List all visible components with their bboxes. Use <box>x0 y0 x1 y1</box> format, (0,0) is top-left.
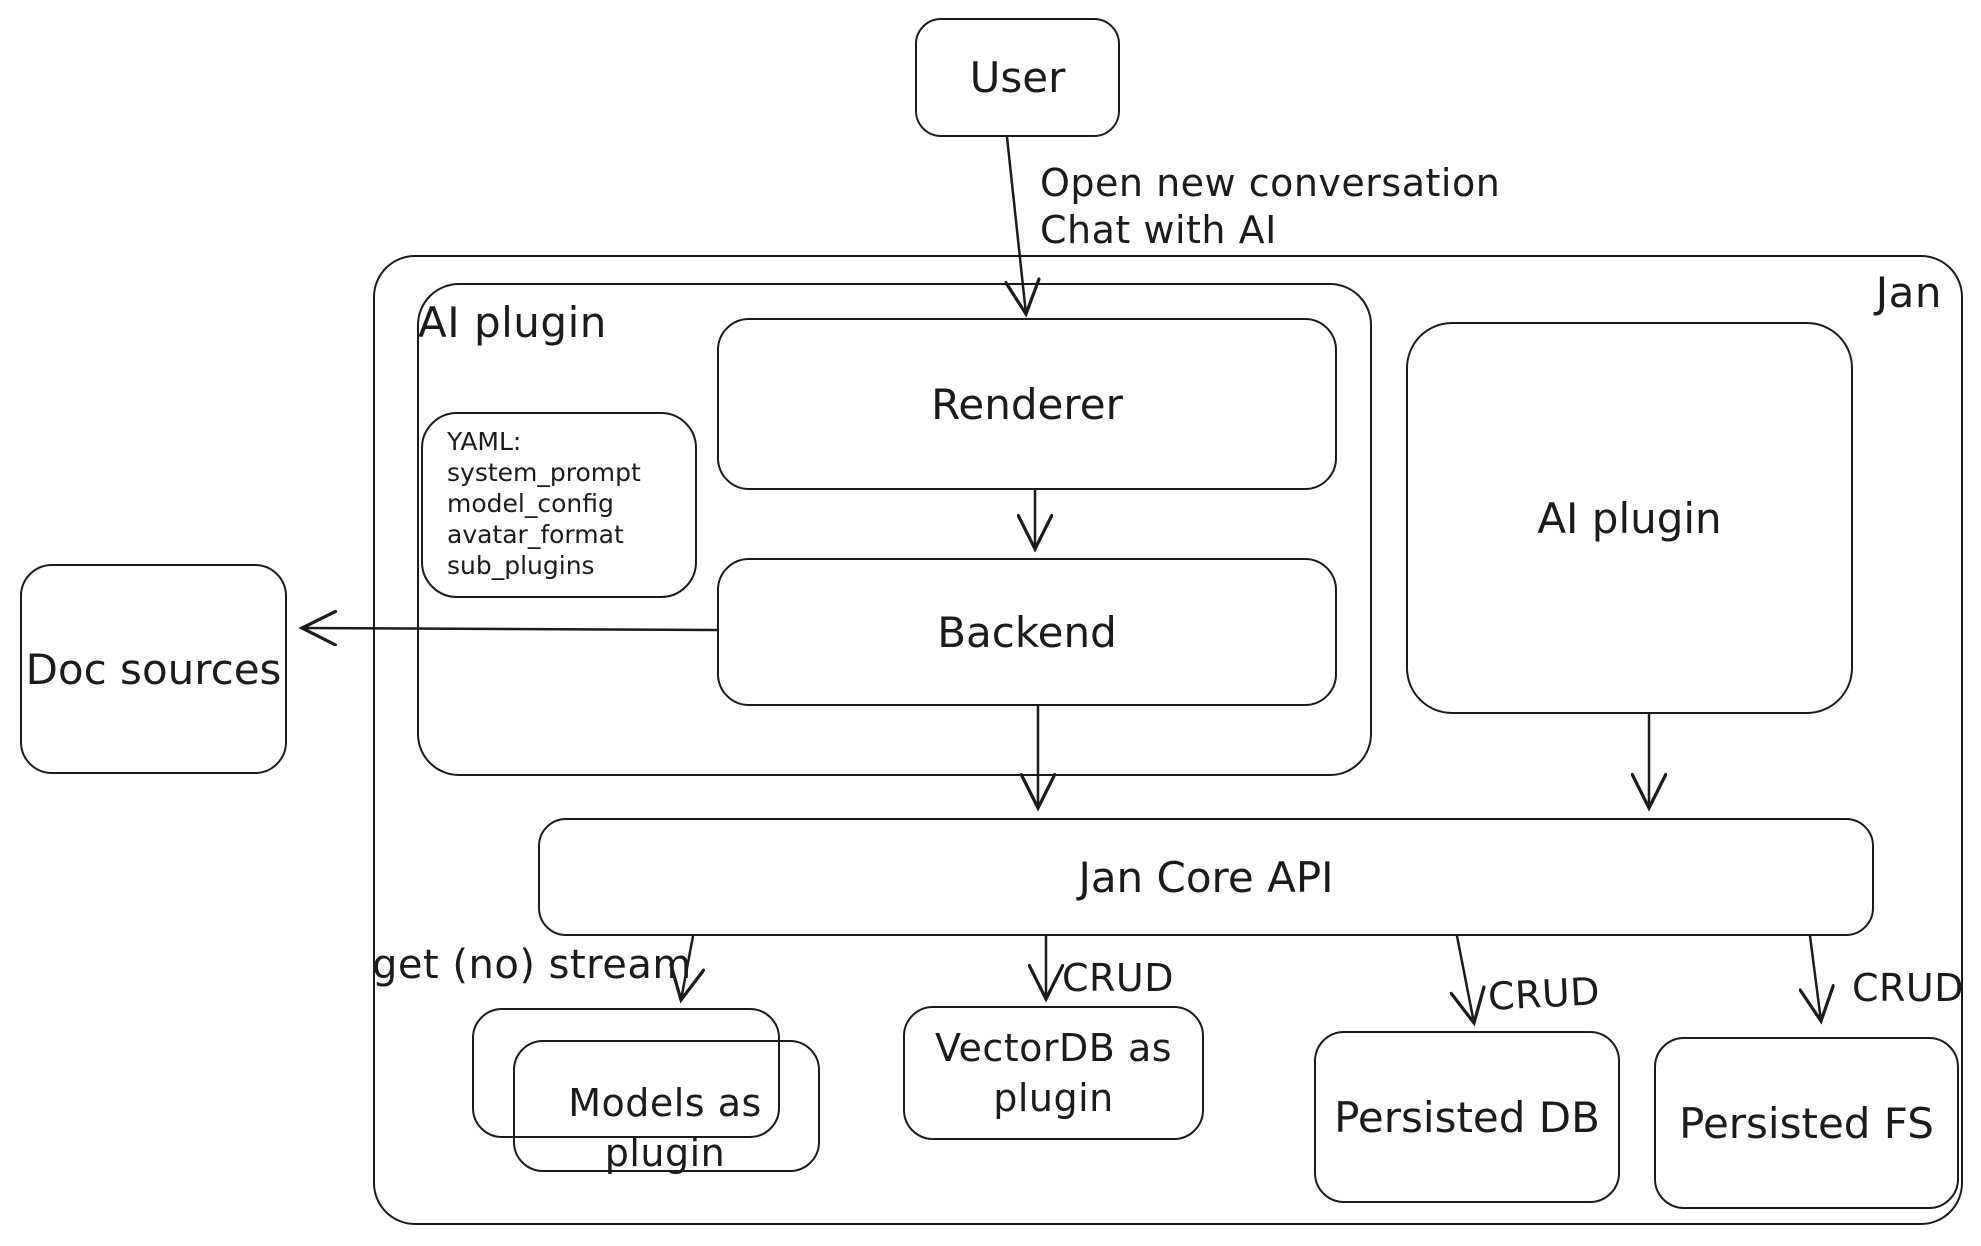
arrow-core-api-to-persisted-fs[interactable] <box>1810 934 1821 1021</box>
yaml-line-5: sub_plugins <box>447 551 595 580</box>
user-node[interactable]: User <box>915 18 1120 137</box>
yaml-note[interactable]: YAML: system_prompt model_config avatar_… <box>421 412 697 598</box>
models-plugin-line-1: Models as <box>568 1081 762 1125</box>
arrow-core-api-to-persisted-db[interactable] <box>1457 934 1474 1023</box>
jan-core-api-label: Jan Core API <box>1078 852 1334 902</box>
backend-node[interactable]: Backend <box>717 558 1337 706</box>
ai-plugin-node[interactable]: AI plugin <box>1406 322 1853 714</box>
backend-label: Backend <box>937 607 1117 657</box>
yaml-line-2: system_prompt <box>447 458 641 487</box>
vectordb-label: VectorDB as plugin <box>935 1023 1172 1123</box>
renderer-label: Renderer <box>931 379 1123 429</box>
ai-plugin-container-label: AI plugin <box>418 298 607 347</box>
doc-sources-node[interactable]: Doc sources <box>20 564 287 774</box>
models-plugin-node[interactable] <box>513 1040 820 1172</box>
get-no-stream-label: get (no) stream <box>372 942 692 988</box>
user-action-line-2: Chat with AI <box>1040 208 1277 252</box>
yaml-note-text: YAML: system_prompt model_config avatar_… <box>423 414 641 581</box>
jan-container[interactable] <box>373 255 1963 1225</box>
doc-sources-label: Doc sources <box>25 644 282 694</box>
crud-label-vectordb: CRUD <box>1062 956 1175 1000</box>
user-action-line-1: Open new conversation <box>1040 161 1501 205</box>
ai-plugin-container[interactable] <box>417 283 1372 776</box>
renderer-node[interactable]: Renderer <box>717 318 1337 490</box>
jan-core-api-node[interactable]: Jan Core API <box>538 818 1874 936</box>
yaml-line-3: model_config <box>447 489 614 518</box>
vectordb-line-1: VectorDB as <box>934 1026 1173 1070</box>
yaml-line-1: YAML: <box>447 427 522 456</box>
user-label: User <box>969 53 1066 102</box>
models-plugin-node-back[interactable] <box>472 1008 780 1138</box>
jan-container-label: Jan <box>1875 268 1942 317</box>
ai-plugin-label: AI plugin <box>1537 493 1722 543</box>
vectordb-node[interactable]: VectorDB as plugin <box>903 1006 1204 1140</box>
vectordb-line-2: plugin <box>993 1076 1114 1120</box>
arrow-user-to-renderer[interactable] <box>1007 135 1026 314</box>
arrow-core-api-to-models[interactable] <box>681 934 693 1000</box>
models-plugin-line-2: plugin <box>604 1131 726 1175</box>
yaml-line-4: avatar_format <box>447 520 624 549</box>
persisted-db-label: Persisted DB <box>1334 1092 1600 1142</box>
persisted-fs-label: Persisted FS <box>1679 1098 1934 1148</box>
persisted-fs-node[interactable]: Persisted FS <box>1654 1037 1959 1209</box>
persisted-db-node[interactable]: Persisted DB <box>1314 1031 1620 1203</box>
models-plugin-label: Models as plugin <box>500 1078 830 1178</box>
crud-label-persisted-fs: CRUD <box>1852 966 1965 1010</box>
user-action-label: Open new conversation Chat with AI <box>1040 160 1520 254</box>
arrow-backend-to-doc-sources[interactable] <box>302 628 719 630</box>
